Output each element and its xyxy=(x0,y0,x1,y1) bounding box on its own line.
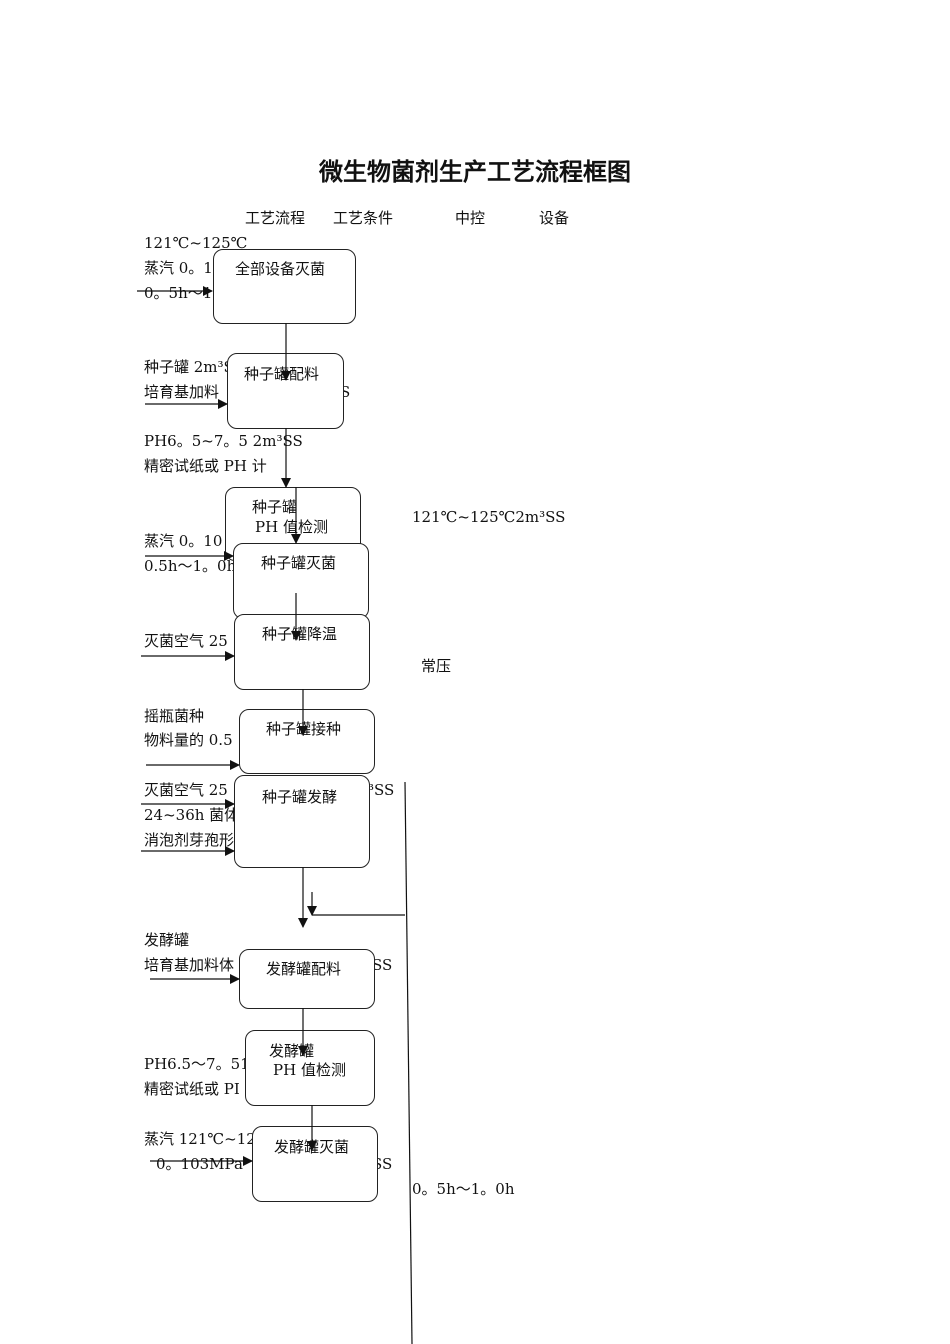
condition-label: PH6。5~7。5 2m³SS xyxy=(144,432,303,450)
condition-label: 消泡剂芽孢形 xyxy=(144,831,235,849)
condition-label: 蒸汽 0。10 xyxy=(144,532,223,550)
header-equipment: 设备 xyxy=(539,209,570,227)
divider-line xyxy=(404,781,413,1344)
condition-label: 0。5h～1. xyxy=(144,284,218,302)
step-seed-cooling: 种子罐降温 xyxy=(234,614,370,690)
step-sterilize-all: 全部设备灭菌 xyxy=(213,249,356,324)
equipment-label: ³SS xyxy=(368,781,395,799)
condition-label: S xyxy=(340,383,351,401)
condition-label: 0。103MPa xyxy=(156,1155,243,1173)
page-title: 微生物菌剂生产工艺流程框图 xyxy=(319,157,631,186)
condition-label: 种子罐 2m³S xyxy=(144,358,234,376)
condition-label: 精密试纸或 PI xyxy=(144,1080,240,1098)
condition-label: 0.5h～1。0h xyxy=(144,557,237,575)
step-fermenter-sterilize: 发酵罐灭菌 xyxy=(252,1126,378,1202)
step-label: PH 值检测 xyxy=(255,518,328,536)
condition-label: 摇瓶菌种 xyxy=(144,707,205,725)
condition-label: 24~36h 菌体 xyxy=(144,806,240,824)
step-label: 种子罐灭菌 xyxy=(261,554,337,572)
condition-label: 培育基加料 xyxy=(144,383,220,401)
step-label: 发酵罐配料 xyxy=(266,960,342,978)
condition-label: 121℃~125℃ xyxy=(144,234,248,252)
step-fermenter-batching: 发酵罐配料 xyxy=(239,949,375,1009)
step-seed-sterilize: 种子罐灭菌 xyxy=(233,543,369,619)
step-seed-inoculation: 种子罐接种 xyxy=(239,709,375,774)
equipment-label: SS xyxy=(372,956,393,974)
condition-label: 发酵罐 xyxy=(144,931,190,949)
condition-label: 物料量的 0.5 xyxy=(144,731,233,749)
condition-label: 蒸汽 121℃~125 xyxy=(144,1130,266,1148)
step-label: 种子罐 xyxy=(252,498,298,516)
step-label: 种子罐发酵 xyxy=(262,788,338,806)
condition-label: 灭菌空气 25 xyxy=(144,632,228,650)
header-control: 中控 xyxy=(455,209,486,227)
condition-label: 灭菌空气 25 xyxy=(144,781,228,799)
header-process: 工艺流程 xyxy=(245,209,306,227)
equipment-label: 121℃~125℃2m³SS xyxy=(412,508,566,526)
header-conditions: 工艺条件 xyxy=(333,209,394,227)
condition-label: 蒸汽 0。1 xyxy=(144,259,213,277)
condition-label: PH6.5～7。51 xyxy=(144,1055,250,1073)
step-seed-fermentation: 种子罐发酵 xyxy=(234,775,370,868)
condition-label: 培育基加料体 xyxy=(144,956,235,974)
equipment-label: 0。5h～1。0h xyxy=(412,1180,515,1198)
control-label: 常压 xyxy=(421,657,452,675)
condition-label: 精密试纸或 PH 计 xyxy=(144,457,267,475)
step-label: 全部设备灭菌 xyxy=(235,260,326,278)
step-label: PH 值检测 xyxy=(273,1061,346,1079)
